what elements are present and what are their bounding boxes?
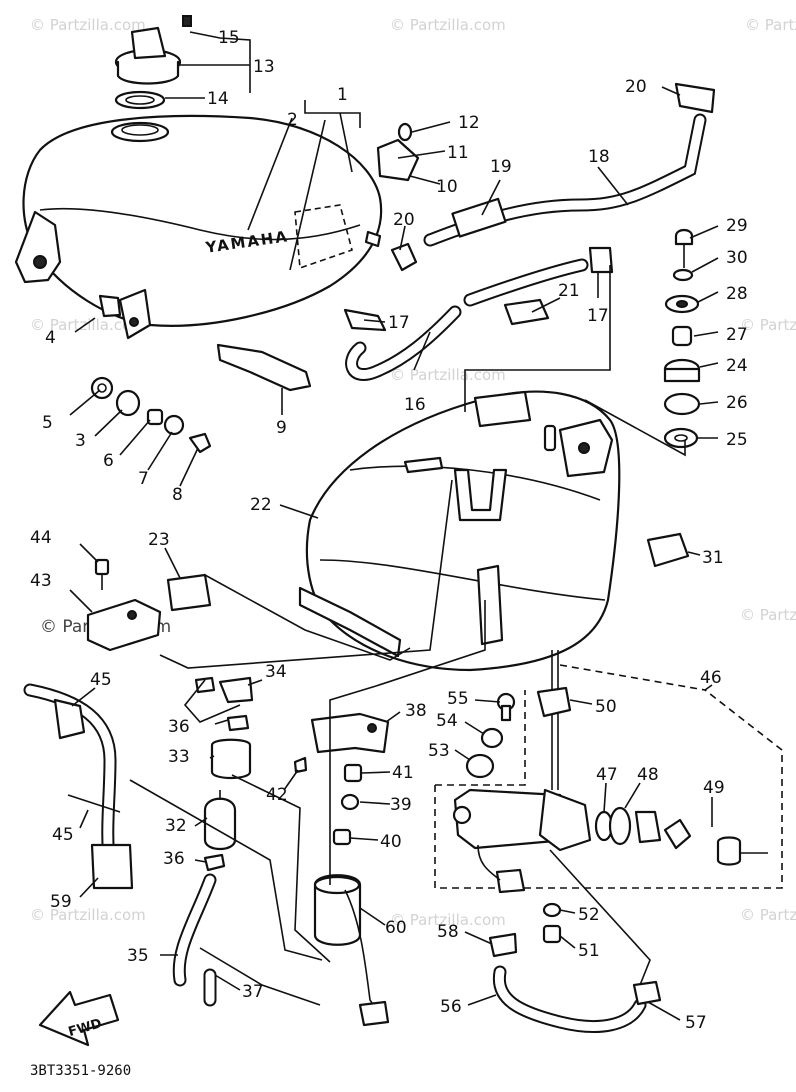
callout-49: 49	[703, 778, 725, 798]
petcock-assembly	[434, 650, 783, 894]
callout-labels: 1 2 3 4 5 6 7 8 9 10 11 12 13 14 15 16 1…	[30, 28, 748, 1033]
callout-38: 38	[405, 701, 427, 721]
callout-33: 33	[168, 747, 190, 767]
callout-52: 52	[578, 905, 600, 925]
callout-51: 51	[578, 941, 600, 961]
watermark: © Partzilla.com	[30, 906, 146, 924]
watermark: © Partzilla.com	[30, 16, 146, 34]
callout-13: 13	[253, 57, 275, 77]
fwd-arrow: FWD	[38, 990, 120, 1047]
callout-15: 15	[218, 28, 240, 48]
callout-30: 30	[726, 248, 748, 268]
fuel-pump-assembly	[293, 712, 390, 1027]
callout-7: 7	[138, 469, 149, 489]
vent-hose	[390, 82, 716, 272]
callout-31: 31	[702, 548, 724, 568]
watermark: © Partzilla.com	[390, 16, 506, 34]
callout-16: 16	[404, 395, 426, 415]
watermark: © Partzilla.com	[745, 16, 796, 34]
callout-29: 29	[726, 216, 748, 236]
callout-28: 28	[726, 284, 748, 304]
callout-11: 11	[447, 143, 469, 163]
callout-53: 53	[428, 741, 450, 761]
callout-14: 14	[207, 89, 229, 109]
callout-43: 43	[30, 571, 52, 591]
watermark: © Partzilla.com	[740, 316, 796, 334]
callout-18: 18	[588, 147, 610, 167]
clip-31	[646, 532, 690, 568]
callout-37: 37	[242, 982, 264, 1002]
callout-36a: 36	[168, 717, 190, 737]
tank-tray	[298, 390, 621, 672]
callout-54: 54	[436, 711, 458, 731]
fuel-tank: YAMAHA	[14, 114, 383, 340]
callout-48: 48	[637, 765, 659, 785]
callout-34: 34	[265, 662, 287, 682]
tank-mount-hardware	[90, 122, 420, 454]
drain-hose-left	[23, 683, 134, 890]
callout-24: 24	[726, 356, 748, 376]
watermark: © Partzilla.com	[740, 906, 796, 924]
callout-5: 5	[42, 413, 53, 433]
filler-cap	[114, 15, 192, 110]
petcock-fittings	[465, 686, 572, 944]
callout-19: 19	[490, 157, 512, 177]
callout-20a: 20	[625, 77, 647, 97]
callout-60: 60	[385, 918, 407, 938]
callout-2: 2	[287, 110, 298, 130]
fuel-hose-16	[343, 246, 614, 381]
callout-21: 21	[558, 281, 580, 301]
callout-50: 50	[595, 697, 617, 717]
callout-40: 40	[380, 832, 402, 852]
left-parts	[86, 558, 212, 652]
watermark: © Partzilla.com	[390, 911, 506, 929]
watermark: © Partzilla.com	[390, 366, 506, 384]
fuel-filter-32	[172, 676, 254, 1007]
callout-10: 10	[436, 177, 458, 197]
callout-9: 9	[276, 418, 287, 438]
callout-20b: 20	[393, 210, 415, 230]
callout-3: 3	[75, 431, 86, 451]
watermark: © Partzilla.com	[740, 606, 796, 624]
callout-58: 58	[437, 922, 459, 942]
callout-32: 32	[165, 816, 187, 836]
callout-12: 12	[458, 113, 480, 133]
callout-4: 4	[45, 328, 56, 348]
callout-59: 59	[50, 892, 72, 912]
callout-45a: 45	[90, 670, 112, 690]
callout-36b: 36	[163, 849, 185, 869]
diagram-code: 3BT3351-9260	[30, 1063, 131, 1079]
callout-35: 35	[127, 946, 149, 966]
callout-6: 6	[103, 451, 114, 471]
callout-39: 39	[390, 795, 412, 815]
callout-17b: 17	[587, 306, 609, 326]
callout-47: 47	[596, 765, 618, 785]
callout-27: 27	[726, 325, 748, 345]
callout-8: 8	[172, 485, 183, 505]
rubber-mount-stack	[663, 228, 701, 449]
callout-23: 23	[148, 530, 170, 550]
callout-22: 22	[250, 495, 272, 515]
callout-41: 41	[392, 763, 414, 783]
callout-1: 1	[337, 85, 348, 105]
callout-25: 25	[726, 430, 748, 450]
callout-17a: 17	[388, 313, 410, 333]
callout-55: 55	[447, 689, 469, 709]
callout-57: 57	[685, 1013, 707, 1033]
watermark: © Partzilla.com	[30, 316, 146, 334]
drain-hose-bottom	[488, 932, 662, 1034]
callout-26: 26	[726, 393, 748, 413]
callout-42: 42	[266, 785, 288, 805]
callout-46: 46	[700, 668, 722, 688]
callout-45b: 45	[52, 825, 74, 845]
callout-56: 56	[440, 997, 462, 1017]
callout-44: 44	[30, 528, 52, 548]
leader-lines	[69, 31, 719, 1021]
